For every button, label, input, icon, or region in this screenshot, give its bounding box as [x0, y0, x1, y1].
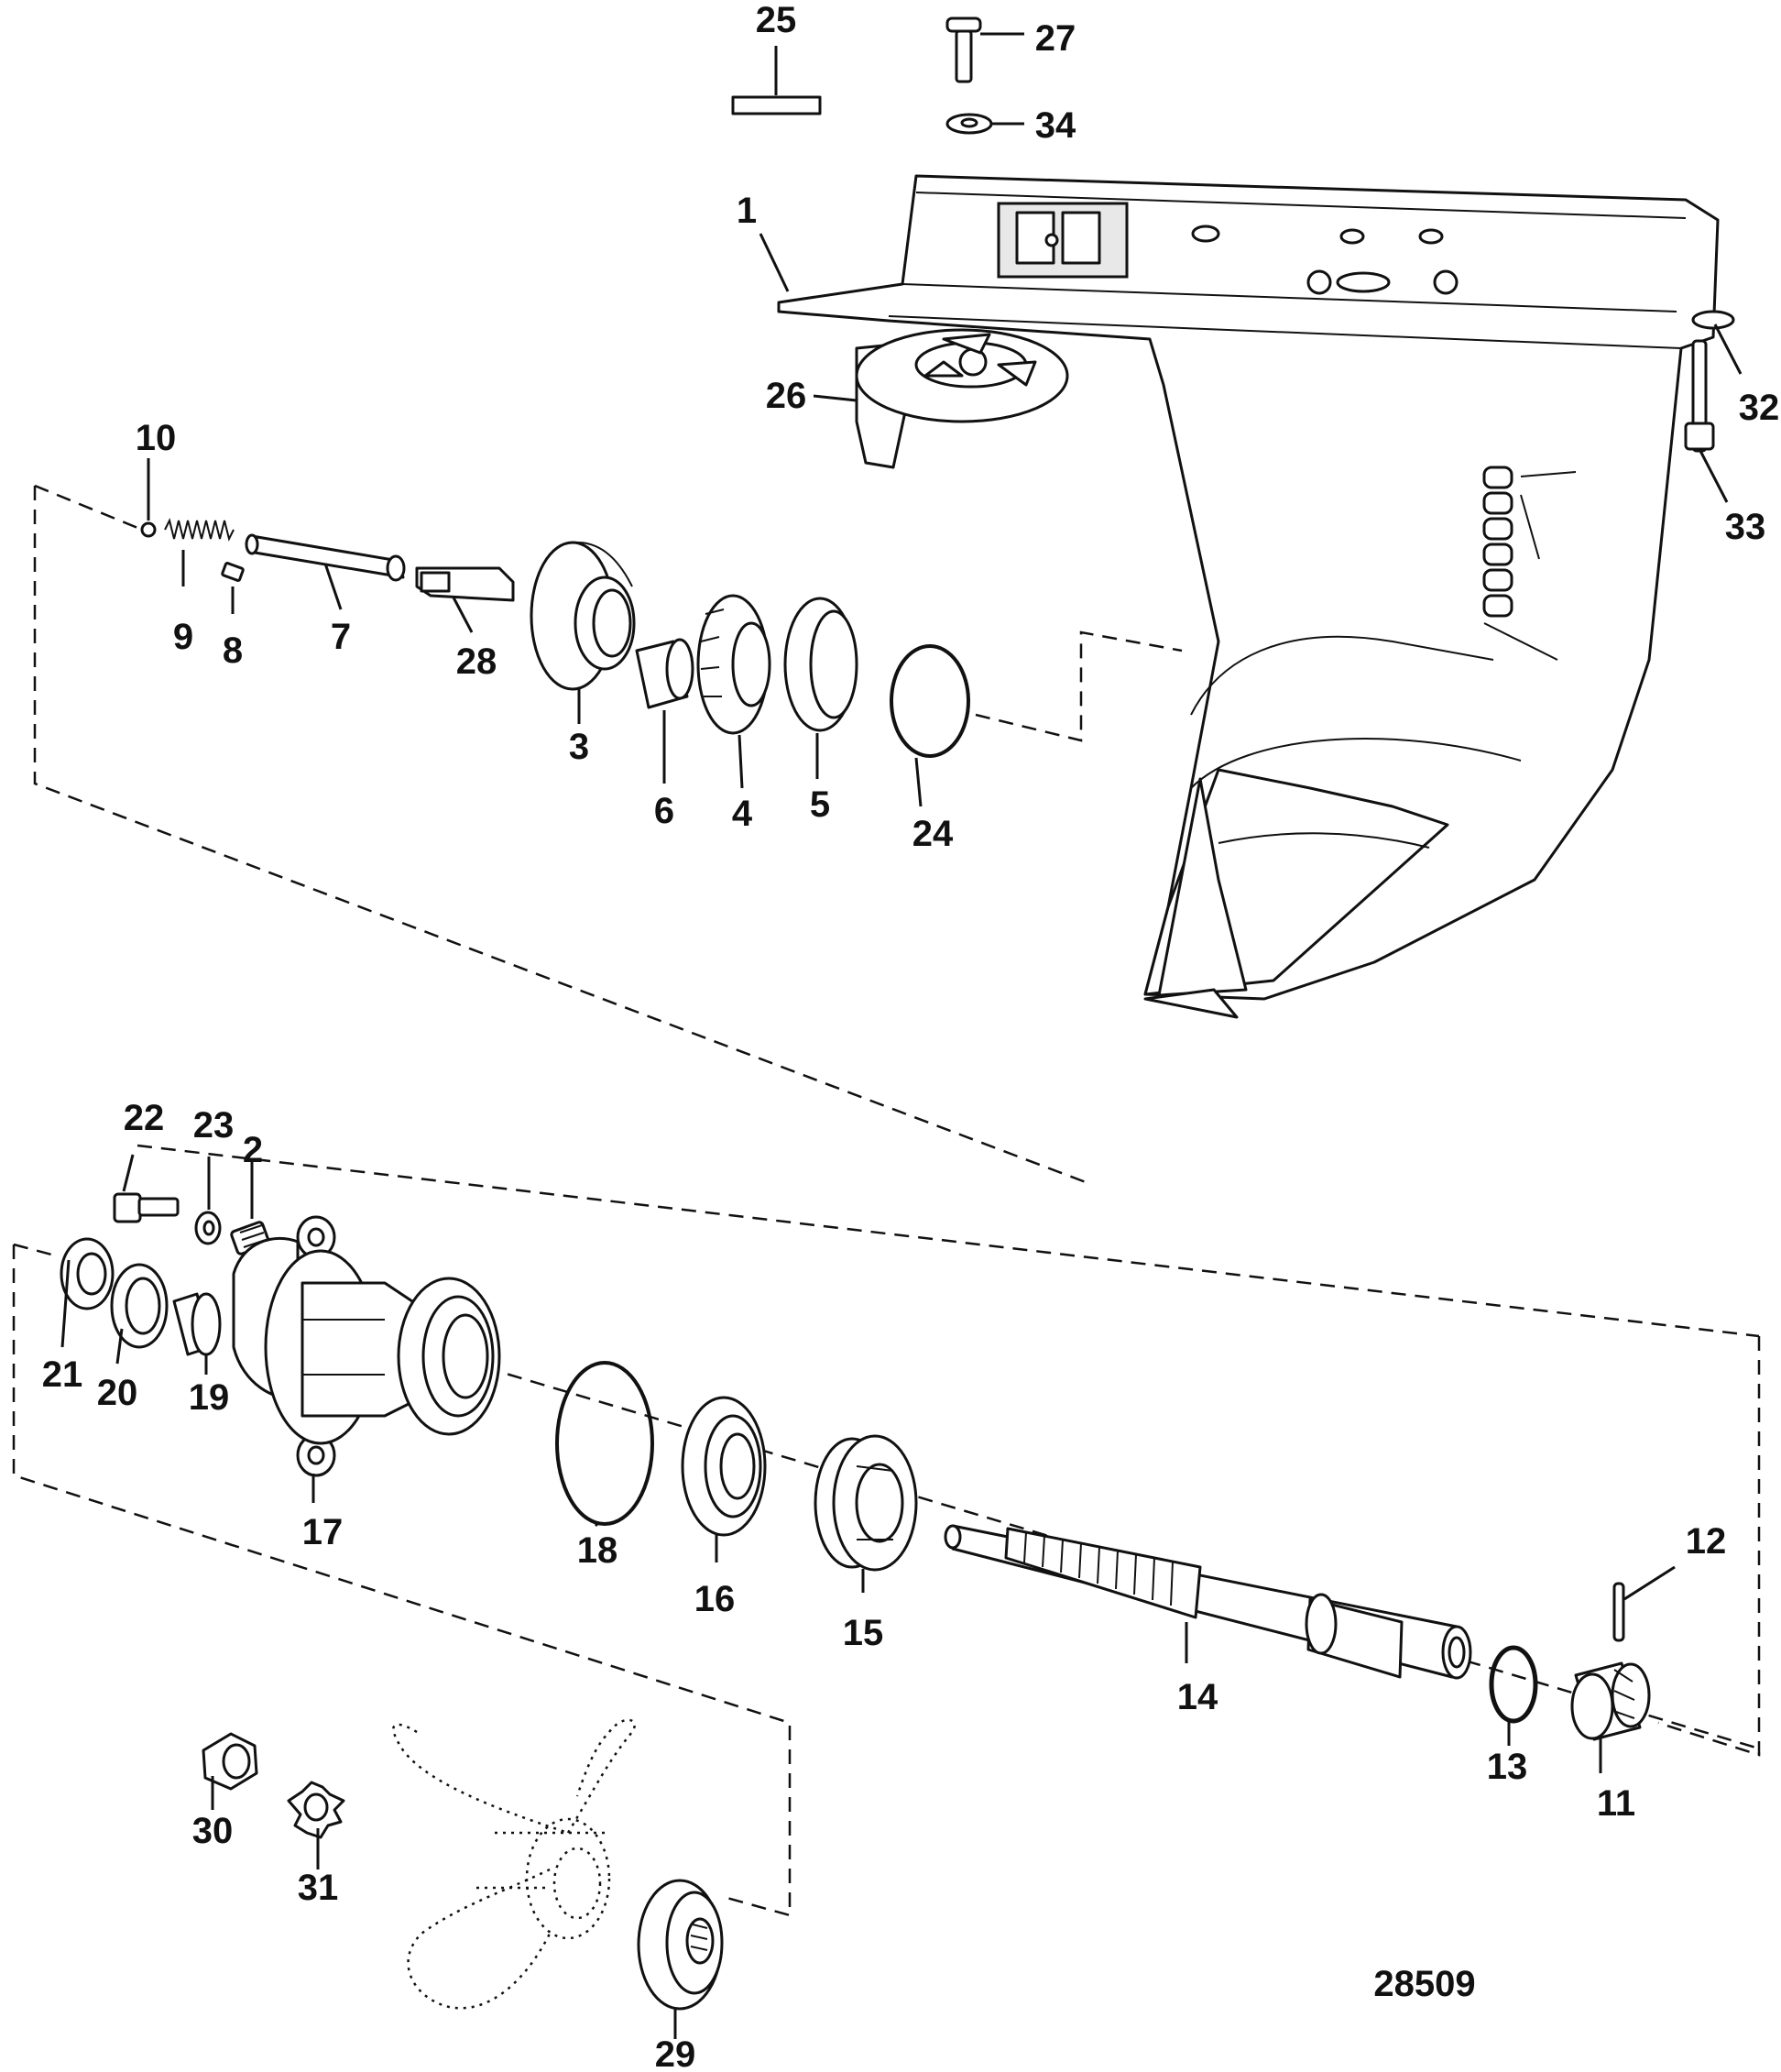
callout-2: 2: [243, 1130, 263, 1170]
callout-4: 4: [732, 794, 753, 834]
figure-number: 28509: [1373, 1964, 1475, 2004]
spring-9: [164, 518, 235, 542]
o-ring-24: [890, 644, 970, 758]
callout-5: 5: [810, 784, 830, 825]
thrust-hub-29: [637, 1879, 724, 2011]
callout-28: 28: [456, 641, 497, 682]
washer-32: [1691, 310, 1735, 330]
callout-12: 12: [1686, 1521, 1727, 1562]
callout-9: 9: [173, 617, 193, 657]
leader-33: [1699, 450, 1729, 503]
tapered-bearing-4: [696, 594, 771, 735]
callout-labels: 25 27 34 1 32 26 33 10 9 8 7 28 3 6 4 5 …: [42, 0, 1780, 2072]
ball-bearing-16: [681, 1396, 767, 1537]
assembly-outline-middle: [12, 1144, 1761, 1917]
callout-23: 23: [193, 1105, 235, 1146]
needle-bearing-19: [172, 1292, 222, 1356]
leader-32: [1713, 323, 1743, 375]
bearing-cup-5: [783, 597, 858, 732]
leader-20: [115, 1328, 124, 1365]
callout-11: 11: [1597, 1783, 1635, 1824]
callout-31: 31: [298, 1868, 339, 1908]
seal-20: [110, 1263, 169, 1349]
callout-25: 25: [756, 0, 797, 40]
callout-15: 15: [843, 1613, 884, 1653]
assembly-outline-upper: [33, 484, 1183, 1184]
screw-22: [113, 1192, 180, 1223]
callout-21: 21: [42, 1354, 83, 1395]
callout-20: 20: [97, 1373, 138, 1413]
bolt-33: [1684, 339, 1715, 453]
washer-34-hole: [960, 117, 978, 128]
clutch-11: [1570, 1661, 1651, 1741]
callout-1: 1: [737, 191, 757, 231]
callout-27: 27: [1035, 18, 1076, 59]
callout-30: 30: [192, 1811, 234, 1851]
callout-19: 19: [189, 1377, 230, 1418]
shift-shaft-7: [245, 533, 406, 582]
callout-18: 18: [577, 1530, 618, 1571]
leader-4: [738, 734, 744, 789]
callout-33: 33: [1725, 507, 1766, 547]
gearcase-housing: [777, 174, 1720, 1019]
leader-7: [323, 563, 343, 610]
washer-23-hole: [202, 1220, 215, 1236]
leader-24: [914, 757, 923, 807]
water-inlet-slots: [1482, 466, 1577, 661]
callout-32: 32: [1739, 388, 1780, 428]
seal-21: [60, 1237, 115, 1310]
ball-10: [140, 521, 157, 538]
pin-8: [221, 562, 245, 582]
retaining-ring-13: [1489, 1645, 1538, 1724]
callout-3: 3: [569, 727, 589, 767]
callout-29: 29: [655, 2034, 696, 2072]
prop-nut-30: [202, 1732, 258, 1791]
o-ring-18: [555, 1361, 654, 1526]
callout-22: 22: [124, 1098, 165, 1138]
callout-8: 8: [223, 630, 243, 671]
callout-14: 14: [1177, 1677, 1218, 1717]
bearing-carrier-3: [530, 541, 636, 691]
cross-pin-12: [1612, 1582, 1625, 1642]
decal: [731, 95, 822, 115]
leader-18: [594, 1522, 599, 1528]
callout-17: 17: [302, 1512, 344, 1552]
bearing-carrier-17: [232, 1215, 501, 1477]
propeller-shaft-14: [944, 1524, 1472, 1680]
trim-tab-anode: [855, 328, 1069, 469]
callout-24: 24: [912, 814, 954, 854]
leader-22: [122, 1154, 135, 1192]
leader-28: [452, 597, 474, 633]
cam-follower-28: [415, 566, 515, 602]
needle-bearing-6: [635, 638, 694, 709]
callout-7: 7: [331, 617, 351, 657]
callout-34: 34: [1035, 105, 1076, 146]
callout-10: 10: [136, 418, 177, 458]
callout-16: 16: [694, 1579, 736, 1619]
reverse-gear-15: [814, 1434, 918, 1572]
leader-21: [60, 1259, 71, 1348]
leader-12: [1623, 1565, 1676, 1601]
callout-26: 26: [766, 376, 807, 416]
tab-washer-31: [287, 1781, 345, 1839]
leader-1: [759, 233, 790, 292]
callout-13: 13: [1487, 1747, 1528, 1787]
propeller-outline: [392, 1718, 636, 2010]
leader-26: [813, 394, 858, 402]
callout-6: 6: [654, 791, 674, 831]
bolt-27: [945, 16, 982, 83]
